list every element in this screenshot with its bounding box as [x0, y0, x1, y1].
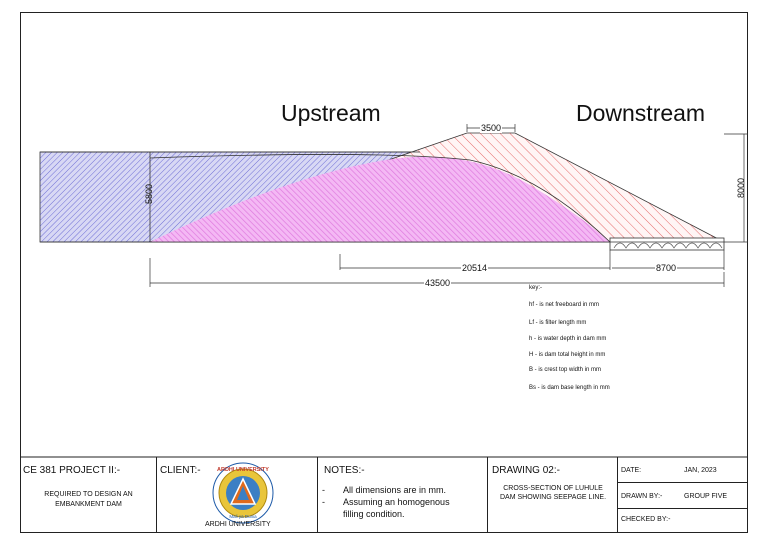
- key-item: Lf - is filter length mm: [529, 320, 587, 326]
- logo-text-bottom: Mali ya Dunia: [229, 514, 257, 519]
- drawn-by-value: GROUP FIVE: [684, 493, 728, 500]
- drawing-sheet: [20, 12, 748, 533]
- note-bullet: -: [322, 497, 325, 507]
- drawn-by-label: DRAWN BY:-: [621, 493, 663, 500]
- notes-cell: NOTES:- - All dimensions are in mm. - As…: [318, 457, 488, 533]
- university-logo: ARDHI UNIVERSITY Mali ya Dunia: [212, 462, 274, 524]
- toe-filter-pattern: [613, 242, 723, 249]
- key-item: H - is dam total height in mm: [529, 352, 606, 358]
- client-label: CLIENT:-: [160, 465, 201, 476]
- date-row: DATE: JAN, 2023: [618, 457, 748, 483]
- key-item: h - is water depth in dam mm: [529, 336, 607, 342]
- project-desc-line1: REQUIRED TO DESIGN AN: [44, 491, 133, 498]
- note-line: All dimensions are in mm.: [343, 485, 447, 495]
- checked-by-label: CHECKED BY:-: [621, 516, 671, 523]
- drawing-label: DRAWING 02:-: [492, 465, 560, 476]
- key-item: Bs - is dam base length in mm: [529, 385, 610, 391]
- note-bullet: -: [322, 485, 325, 495]
- seepage-length-label: 20514: [461, 263, 489, 273]
- notes-label: NOTES:-: [324, 465, 365, 476]
- drawing-desc-line2: DAM SHOWING SEEPAGE LINE.: [499, 494, 607, 501]
- note-line: Assuming an homogenous: [343, 497, 450, 507]
- note-line: filling condition.: [343, 509, 405, 519]
- crest-width-label: 3500: [480, 123, 503, 133]
- project-title: CE 381 PROJECT II:-: [23, 465, 121, 476]
- downstream-heading: Downstream: [576, 100, 706, 126]
- drawn-by-row: DRAWN BY:- GROUP FIVE: [618, 483, 748, 509]
- date-value: JAN, 2023: [684, 467, 717, 474]
- seepage-line: [149, 154, 611, 243]
- client-name: ARDHI UNIVERSITY: [205, 521, 271, 528]
- dam-height-label: 8000: [736, 177, 747, 199]
- key-item: B - is crest top width in mm: [529, 367, 602, 373]
- title-block: CE 381 PROJECT II:- REQUIRED TO DESIGN A…: [20, 457, 748, 533]
- base-length-label: 43500: [424, 278, 452, 288]
- saturated-zone-hatch: [150, 156, 610, 242]
- date-label: DATE:: [621, 467, 642, 474]
- drawing-desc-line1: CROSS-SECTION OF LUHULE: [503, 485, 603, 492]
- project-cell: CE 381 PROJECT II:- REQUIRED TO DESIGN A…: [20, 457, 157, 533]
- filter-length-label: 8700: [655, 263, 678, 273]
- drawing-cell: DRAWING 02:- CROSS-SECTION OF LUHULE DAM…: [488, 457, 618, 533]
- project-desc-line2: EMBANKMENT DAM: [55, 501, 122, 508]
- logo-text-top: ARDHI UNIVERSITY: [217, 467, 269, 473]
- client-cell: CLIENT:- ARDHI UNIVERSITY Mali ya Dunia …: [157, 457, 318, 533]
- key-item: hf - is net freeboard in mm: [529, 302, 600, 308]
- meta-cell: DATE: JAN, 2023 DRAWN BY:- GROUP FIVE CH…: [618, 457, 748, 533]
- water-depth-label: 5800: [144, 183, 155, 205]
- upstream-heading: Upstream: [281, 100, 381, 126]
- key-title: key:-: [529, 285, 543, 291]
